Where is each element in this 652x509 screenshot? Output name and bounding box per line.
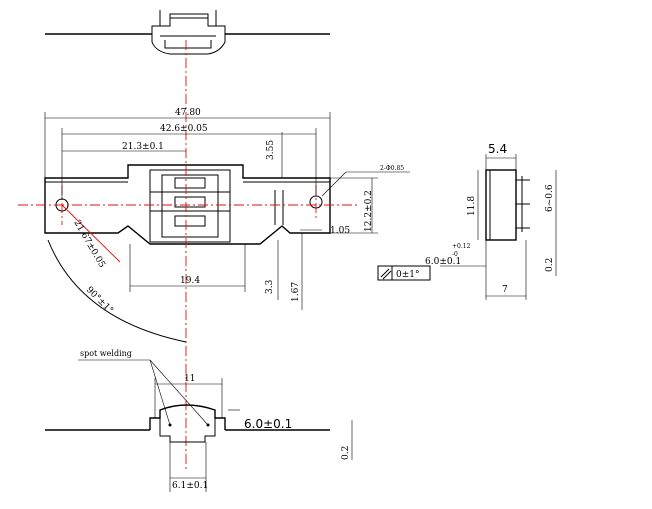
top-edge-view [45,10,330,55]
dim-tol-minus: -0 [452,251,458,258]
dim-pin-height: 6.0±0.1 [425,257,461,267]
dim-side-height: 11.8 [467,196,477,216]
dim-side-depth: 7 [502,285,508,295]
dim-bottom-width: 11 [184,374,195,384]
dim-bottom-thickness: 0.2 [341,446,351,460]
dim-hole-dia: 2-Φ0.85 [380,165,404,172]
dim-top-offset: 3.55 [266,140,276,160]
dim-center-len: 19.4 [180,276,200,286]
dim-angle: 90°±1° [84,285,115,316]
bottom-view: spot welding 11 6.0±0.1 0.2 6.1±0.1 [45,349,353,492]
side-view: 5.4 11.8 6~0.6 0.2 6.0±0.1 +0.12 -0 7 0±… [377,142,557,300]
dim-bottom-offset: 3.3 [265,279,275,294]
dim-bottom-height: 6.0±0.1 [244,417,292,431]
dim-bottom-offset-2: 1.67 [291,282,301,302]
label-spot-welding: spot welding [80,349,132,358]
dim-bottom-span: 6.1±0.1 [172,481,208,491]
front-view [44,164,331,245]
dim-pin-range: 6~0.6 [545,184,555,212]
dim-tol-plus: +0.12 [452,243,471,250]
dim-side-width: 5.4 [488,142,507,156]
front-view-dimensions: 47.80 42.6±0.05 21.3±0.1 3.55 2-Φ0.85 12… [44,108,410,343]
dim-height: 12.2±0.2 [364,190,374,232]
dim-half-pitch: 21.3±0.1 [122,142,164,152]
dim-hole-pitch: 42.6±0.05 [160,124,208,134]
flatness-tolerance: 0±1° [396,270,420,280]
dim-small: 1.05 [330,226,350,236]
dim-side-bottom: 0.2 [545,258,555,272]
dim-overall-length: 47.80 [175,108,201,118]
